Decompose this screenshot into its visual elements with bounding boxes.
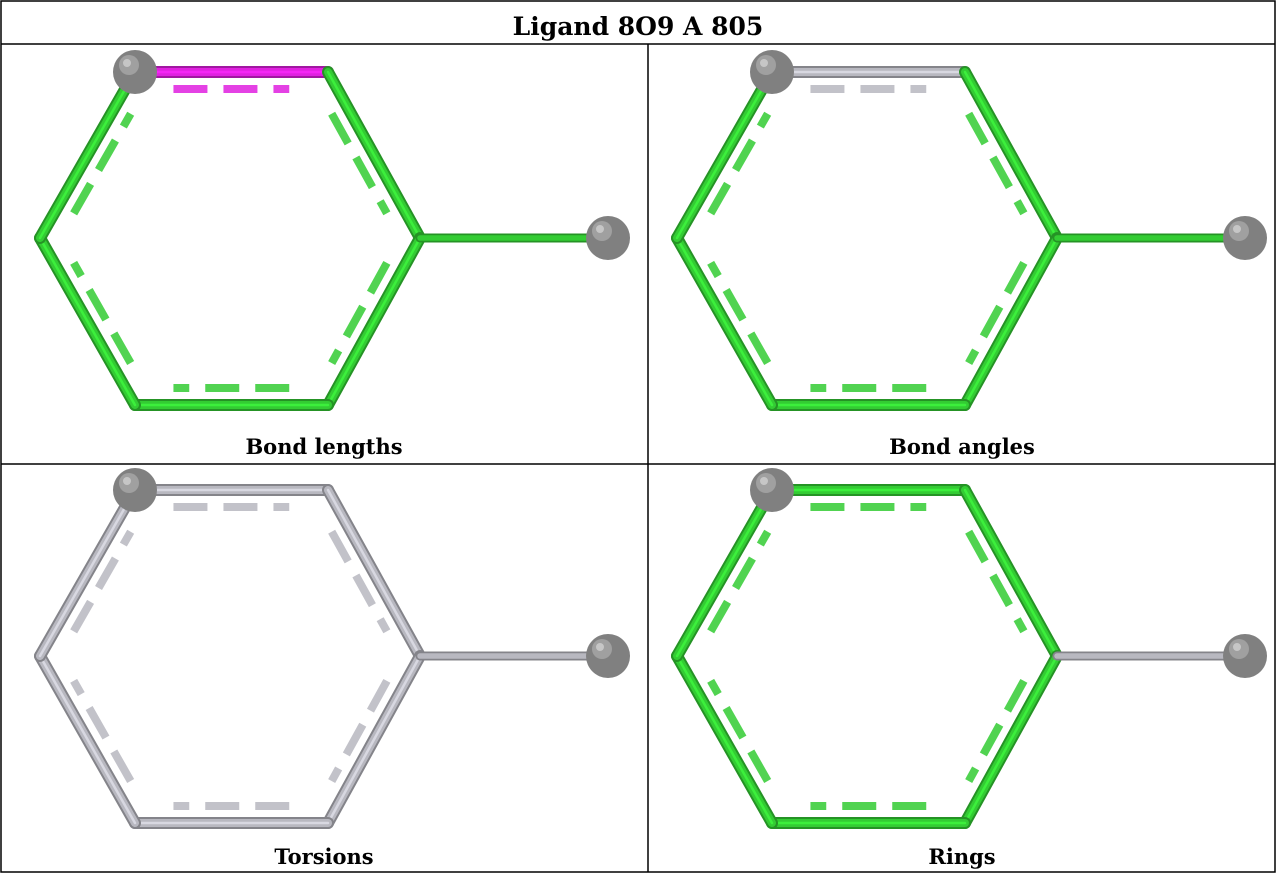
molecule-layer	[34, 50, 1267, 829]
atom-ring	[113, 50, 157, 94]
atom-substituent	[586, 216, 630, 260]
bond-top	[129, 484, 334, 511]
bond-lower-right	[322, 232, 426, 411]
bond-lower-right	[959, 650, 1063, 829]
bond-upper-left	[671, 484, 778, 662]
bond-bottom	[766, 802, 971, 829]
figure-title: Ligand 8O9 A 805	[512, 12, 764, 41]
bond-lower-left	[671, 650, 778, 829]
bond-top	[766, 484, 971, 511]
bond-upper-left	[34, 484, 141, 662]
bond-lower-left	[34, 232, 141, 411]
bond-bottom	[129, 384, 334, 411]
bond-upper-right	[959, 484, 1063, 662]
atom-substituent	[1223, 634, 1267, 678]
molecule-panel-3	[34, 468, 630, 829]
atom-ring	[750, 468, 794, 512]
molecule-panel-4	[671, 468, 1267, 829]
caption-bond-lengths: Bond lengths	[245, 434, 403, 459]
bond-lower-right	[959, 232, 1063, 411]
atom-substituent	[586, 634, 630, 678]
bond-top	[766, 66, 971, 93]
bond-bottom	[766, 384, 971, 411]
bond-top	[129, 66, 334, 93]
bond-upper-left	[34, 66, 141, 244]
caption-bond-angles: Bond angles	[889, 434, 1035, 459]
caption-torsions: Torsions	[274, 844, 374, 869]
atom-substituent	[1223, 216, 1267, 260]
bond-bottom	[129, 802, 334, 829]
atom-ring	[750, 50, 794, 94]
bond-upper-right	[322, 484, 426, 662]
atom-ring	[113, 468, 157, 512]
bond-upper-right	[322, 66, 426, 244]
bond-lower-left	[671, 232, 778, 411]
molecule-panel-2	[671, 50, 1267, 411]
caption-rings: Rings	[928, 844, 996, 869]
molecule-panel-1	[34, 50, 630, 411]
bond-upper-right	[959, 66, 1063, 244]
bond-lower-left	[34, 650, 141, 829]
bond-lower-right	[322, 650, 426, 829]
bond-upper-left	[671, 66, 778, 244]
